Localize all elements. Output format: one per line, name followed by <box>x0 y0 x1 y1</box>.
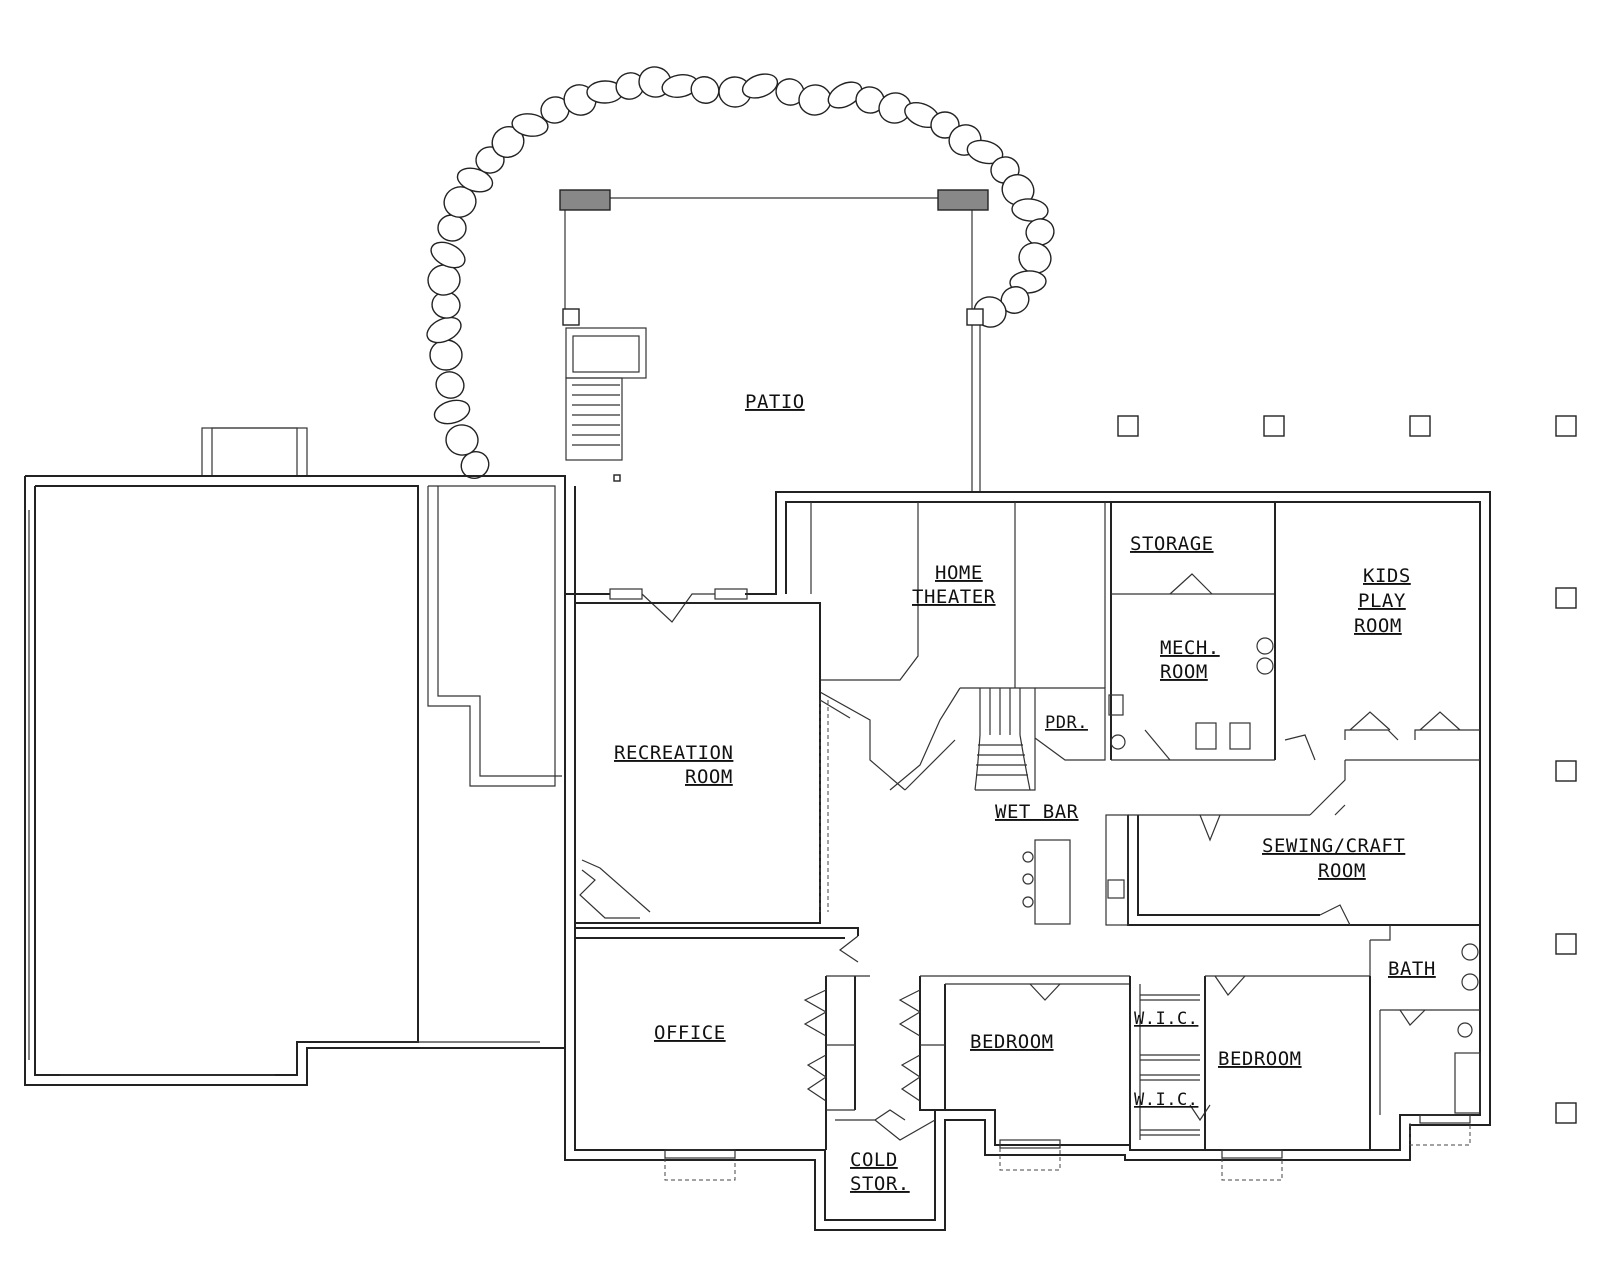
post-marker <box>1555 760 1577 782</box>
label-kids-3: ROOM <box>1354 615 1402 637</box>
bedroom-1 <box>898 975 1131 1145</box>
rock <box>1025 218 1055 246</box>
rock <box>427 264 461 296</box>
office <box>575 927 870 1150</box>
label-sewing-1: SEWING/CRAFT <box>1262 835 1405 857</box>
label-bath: BATH <box>1388 958 1436 980</box>
label-storage: STORAGE <box>1130 533 1214 555</box>
label-sewing-2: ROOM <box>1318 860 1366 882</box>
bedroom-2 <box>1205 975 1371 1150</box>
label-kids-2: PLAY <box>1358 590 1406 612</box>
post-marker <box>1555 415 1577 437</box>
label-wet-bar: WET BAR <box>995 801 1079 823</box>
post-marker <box>1263 415 1285 437</box>
rock <box>690 76 720 104</box>
label-kids-1: KIDS <box>1363 565 1411 587</box>
label-cold-2: STOR. <box>850 1173 910 1195</box>
rock <box>827 81 863 109</box>
rock <box>456 167 494 193</box>
rock <box>511 113 549 137</box>
rock <box>433 399 471 425</box>
storage <box>1110 502 1276 760</box>
room-labels: PATIO STORAGE HOME THEATER KIDS PLAY ROO… <box>614 391 1436 1195</box>
garage-area <box>24 427 566 1086</box>
post-marker <box>1555 1102 1577 1124</box>
patio-post <box>562 308 580 326</box>
patio-post <box>937 189 989 211</box>
patio <box>559 189 989 492</box>
powder-room <box>1034 687 1126 761</box>
label-wic-2: W.I.C. <box>1134 1090 1198 1110</box>
rock <box>430 241 466 269</box>
home-theater <box>810 502 1106 791</box>
rock <box>429 339 463 371</box>
label-bedroom-1: BEDROOM <box>970 1031 1054 1053</box>
rock <box>443 186 477 218</box>
rock-border <box>426 66 1055 479</box>
label-pdr: PDR. <box>1045 713 1088 733</box>
bath <box>1369 925 1481 1115</box>
post-marker <box>1409 415 1431 437</box>
label-office: OFFICE <box>654 1022 726 1044</box>
post-marker <box>1555 587 1577 609</box>
cold-storage <box>835 1109 936 1141</box>
label-home-theater-1: HOME <box>935 562 983 584</box>
label-recreation-1: RECREATION <box>614 742 733 764</box>
patio-post <box>559 189 611 211</box>
label-home-theater-2: THEATER <box>912 586 996 608</box>
label-bedroom-2: BEDROOM <box>1218 1048 1302 1070</box>
label-patio: PATIO <box>745 391 805 413</box>
deck-stairs <box>565 327 647 461</box>
windows <box>664 1114 1471 1181</box>
rock <box>426 316 462 344</box>
post-marker <box>1555 933 1577 955</box>
label-mech-1: MECH. <box>1160 637 1220 659</box>
rock <box>966 139 1004 165</box>
rock <box>1001 174 1035 206</box>
patio-post <box>966 308 984 326</box>
rock <box>445 424 479 456</box>
kids-play-room <box>1284 711 1480 761</box>
rock <box>437 214 467 242</box>
mech-room <box>1111 637 1275 761</box>
main-stairs <box>960 687 1036 791</box>
post-markers <box>1117 415 1577 1124</box>
rock <box>1011 198 1049 222</box>
label-cold-1: COLD <box>850 1149 898 1171</box>
label-wic-1: W.I.C. <box>1134 1009 1198 1029</box>
label-mech-2: ROOM <box>1160 661 1208 683</box>
wet-bar <box>1022 814 1129 926</box>
recreation-room <box>574 602 851 924</box>
exterior-walls <box>564 476 1491 1231</box>
rock <box>741 73 779 99</box>
label-recreation-2: ROOM <box>685 766 733 788</box>
walk-in-closets <box>1139 976 1211 1150</box>
rock <box>435 371 465 399</box>
post-marker <box>1117 415 1139 437</box>
patio-drain <box>613 474 621 482</box>
